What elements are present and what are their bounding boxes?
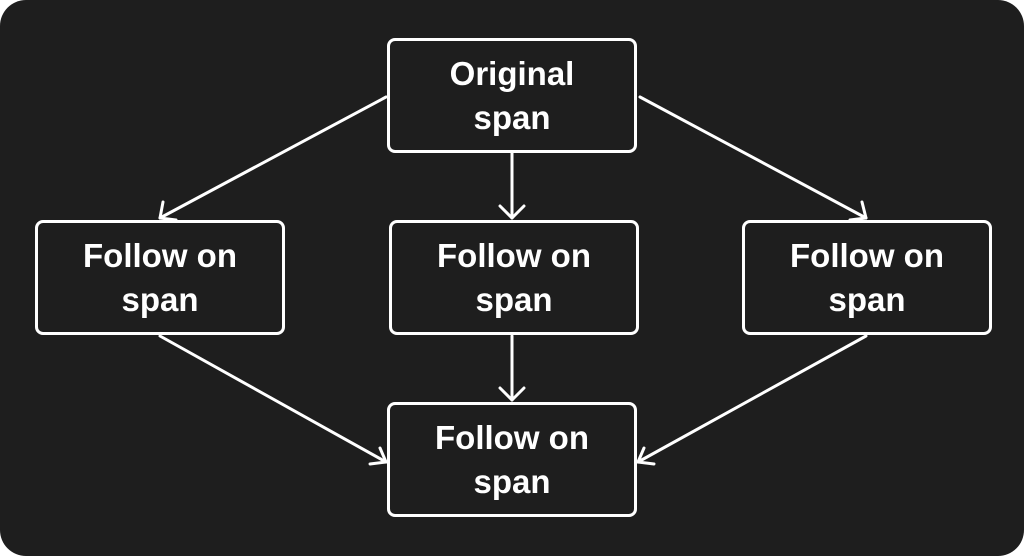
node-original-span-label: Original span <box>449 54 575 136</box>
arrowhead-follow-left <box>158 200 178 222</box>
node-follow-on-span-middle: Follow on span <box>389 220 639 335</box>
arrowhead-bottom-from-right <box>636 446 656 466</box>
node-follow-on-span-left: Follow on span <box>35 220 285 335</box>
node-follow-on-span-left-label: Follow on span <box>83 236 237 318</box>
node-original-span: Original span <box>387 38 637 153</box>
node-follow-on-span-bottom: Follow on span <box>387 402 637 517</box>
edge-follow-right-to-follow-bottom <box>636 334 868 464</box>
node-follow-on-span-right-label: Follow on span <box>790 236 944 318</box>
arrowhead-follow-right <box>848 200 868 222</box>
arrowhead-follow-middle <box>498 204 526 220</box>
edge-follow-left-to-follow-bottom <box>158 334 388 464</box>
arrowhead-bottom-from-left <box>368 446 388 466</box>
node-follow-on-span-bottom-label: Follow on span <box>435 418 589 500</box>
edge-original-to-follow-right <box>638 95 868 220</box>
node-follow-on-span-right: Follow on span <box>742 220 992 335</box>
node-follow-on-span-middle-label: Follow on span <box>437 236 591 318</box>
arrowhead-bottom-from-middle <box>498 386 526 402</box>
edge-original-to-follow-left <box>158 95 388 220</box>
